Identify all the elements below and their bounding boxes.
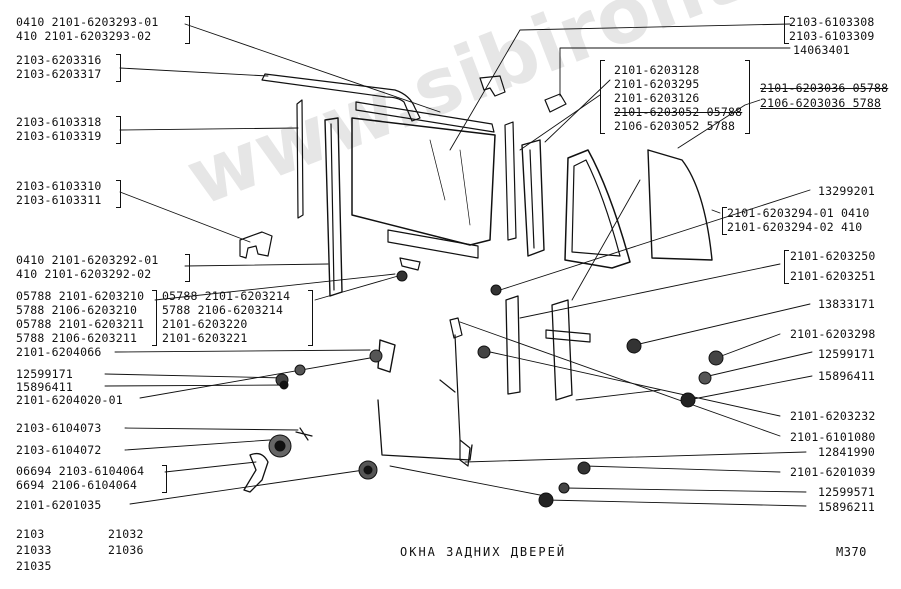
- vent-frame-part: [564, 149, 631, 269]
- label-15896211: 15896211: [818, 500, 875, 514]
- label-2103-6203317: 2103-6203317: [16, 67, 102, 81]
- right-channel-a: [504, 121, 517, 241]
- spring-part: [295, 427, 313, 441]
- label-2103-6104072: 2103-6104072: [16, 443, 102, 457]
- label-0410-2101-6203292-01: 0410 2101-6203292-01: [16, 253, 159, 267]
- label-2101-6203128: 2101-6203128: [614, 63, 700, 77]
- label-2101-6201039: 2101-6201039: [790, 465, 876, 479]
- label-12599571: 12599571: [818, 485, 875, 499]
- label-2103-6103308: 2103-6103308: [789, 15, 875, 29]
- label-2101-6203294-01-0410: 2101-6203294-01 0410: [727, 206, 870, 220]
- vent-glass-part: [647, 149, 713, 261]
- label-2103-6103310: 2103-6103310: [16, 179, 102, 193]
- model-21032: 21032: [108, 527, 144, 541]
- clip-part: [544, 93, 567, 113]
- label-2106-6203052-5788: 2106-6203052 5788: [614, 119, 736, 133]
- label-15896411-right: 15896411: [818, 369, 875, 383]
- label-2101-6203221: 2101-6203221: [162, 331, 248, 345]
- label-5788-2106-6203211: 5788 2106-6203211: [16, 331, 138, 345]
- label-2101-6203036-05788: 2101-6203036 05788: [760, 81, 889, 95]
- label-410-2101-6203293-02: 410 2101-6203293-02: [16, 29, 152, 43]
- label-2101-6203220: 2101-6203220: [162, 317, 248, 331]
- label-5788-2106-6203214: 5788 2106-6203214: [162, 303, 284, 317]
- label-12841990: 12841990: [818, 445, 875, 459]
- label-2103-6103318: 2103-6103318: [16, 115, 102, 129]
- rear-guide-part: [505, 295, 521, 395]
- model-21035: 21035: [16, 559, 52, 573]
- label-2101-6203294-02-410: 2101-6203294-02 410: [727, 220, 863, 234]
- right-channel-b: [521, 139, 545, 257]
- label-2101-6101080: 2101-6101080: [790, 430, 876, 444]
- label-12599171-left: 12599171: [16, 367, 73, 381]
- door-glass-part: [351, 117, 496, 246]
- label-2103-6104073: 2103-6104073: [16, 421, 102, 435]
- left-vertical-seal: [296, 99, 304, 219]
- label-6694-2106-6104064: 6694 2106-6104064: [16, 478, 138, 492]
- crank-handle-part: [243, 452, 269, 493]
- label-5788-2106-6203210: 5788 2106-6203210: [16, 303, 138, 317]
- label-2101-6203232: 2101-6203232: [790, 409, 876, 423]
- label-2101-6203295: 2101-6203295: [614, 77, 700, 91]
- label-2103-6103309: 2103-6103309: [789, 29, 875, 43]
- label-05788-2101-6203211: 05788 2101-6203211: [16, 317, 145, 331]
- label-05788-2101-6203214: 05788 2101-6203214: [162, 289, 291, 303]
- sheet-code: М370: [836, 545, 867, 559]
- top-channel-part: [261, 73, 421, 122]
- label-2103-6103311: 2103-6103311: [16, 193, 102, 207]
- label-2103-6103319: 2103-6103319: [16, 129, 102, 143]
- label-2101-6203052-05788: 2101-6203052 05788: [614, 105, 743, 119]
- label-2101-6203251: 2101-6203251: [790, 269, 876, 283]
- label-2103-6203316: 2103-6203316: [16, 53, 102, 67]
- label-0410-2101-6203293-01: 0410 2101-6203293-01: [16, 15, 159, 29]
- label-06694-2103-6104064: 06694 2103-6104064: [16, 464, 145, 478]
- model-2103: 2103: [16, 527, 45, 541]
- label-15896411-left: 15896411: [16, 380, 73, 394]
- label-2101-6204066: 2101-6204066: [16, 345, 102, 359]
- diagram-title: ОКНА ЗАДНИХ ДВЕРЕЙ: [400, 545, 567, 559]
- model-21036: 21036: [108, 543, 144, 557]
- label-12599171-right: 12599171: [818, 347, 875, 361]
- label-410-2101-6203292-02: 410 2101-6203292-02: [16, 267, 152, 281]
- label-2101-6203298: 2101-6203298: [790, 327, 876, 341]
- regulator-bracket-part: [551, 299, 573, 401]
- label-2101-6204020-01: 2101-6204020-01: [16, 393, 123, 407]
- nut-part: [279, 380, 289, 390]
- label-05788-2101-6203210: 05788 2101-6203210: [16, 289, 145, 303]
- bolt-head-part: [626, 338, 642, 354]
- glass-channel-part: [387, 229, 479, 259]
- label-13833171: 13833171: [818, 297, 875, 311]
- label-14063401: 14063401: [793, 43, 850, 57]
- label-2101-6203250: 2101-6203250: [790, 249, 876, 263]
- model-21033: 21033: [16, 543, 52, 557]
- upper-bracket-part: [479, 75, 506, 97]
- label-2106-6203036-5788: 2106-6203036 5788: [760, 96, 882, 110]
- inner-seal-part: [355, 101, 495, 133]
- label-2101-6201035: 2101-6201035: [16, 498, 102, 512]
- label-13299201: 13299201: [818, 184, 875, 198]
- left-bracket-part: [239, 231, 273, 259]
- label-2101-6203126: 2101-6203126: [614, 91, 700, 105]
